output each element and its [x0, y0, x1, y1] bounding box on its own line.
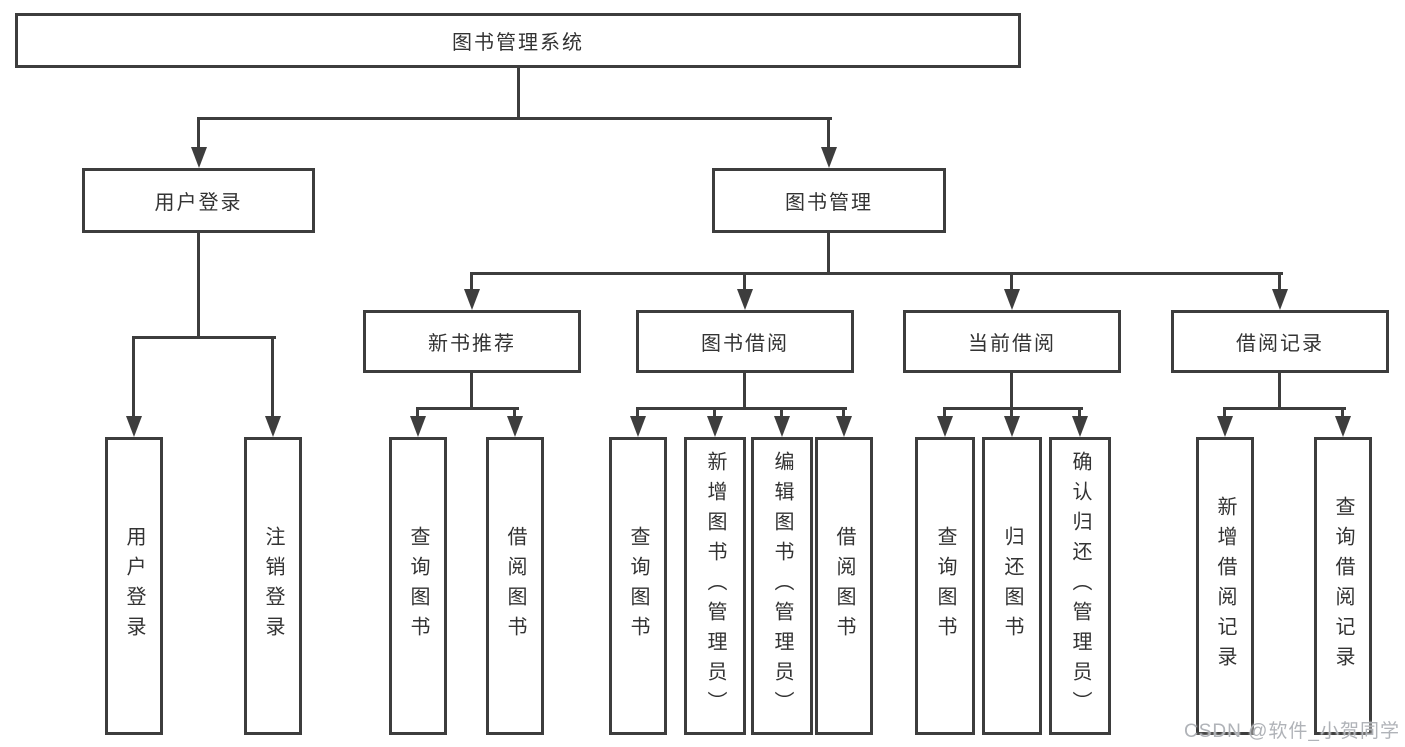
node-label: 新书推荐 — [428, 333, 516, 355]
connector-line — [943, 407, 946, 417]
leaf-label: 新增借阅记录 — [1214, 496, 1236, 676]
connector-line — [713, 407, 716, 417]
arrowhead-icon — [1272, 289, 1288, 310]
node-user-login: 用户登录 — [82, 168, 315, 233]
node-borrowing-records: 借阅记录 — [1171, 310, 1389, 373]
leaf-edit-books-admin: 编辑图书（管理员） — [751, 437, 813, 735]
connector-line — [827, 233, 830, 275]
leaf-label: 借阅图书 — [833, 526, 855, 646]
node-label: 图书管理系统 — [452, 32, 584, 54]
node-label: 用户登录 — [154, 192, 243, 214]
node-new-book-recommend: 新书推荐 — [363, 310, 581, 373]
leaf-add-books-admin: 新增图书（管理员） — [684, 437, 746, 735]
connector-line — [470, 272, 473, 290]
leaf-label: 查询图书 — [407, 526, 429, 646]
connector-line — [132, 336, 276, 339]
connector-line — [943, 407, 1083, 410]
leaf-label: 注销登录 — [262, 526, 284, 646]
arrowhead-icon — [836, 416, 852, 437]
connector-line — [1278, 272, 1281, 290]
node-label: 当前借阅 — [968, 333, 1056, 355]
connector-line — [1010, 272, 1013, 290]
leaf-label: 借阅图书 — [504, 526, 526, 646]
connector-line — [470, 373, 473, 410]
leaf-logout: 注销登录 — [244, 437, 302, 735]
arrowhead-icon — [1004, 416, 1020, 437]
connector-line — [1010, 373, 1013, 410]
node-current-borrowing: 当前借阅 — [903, 310, 1121, 373]
leaf-borrow-books: 借阅图书 — [815, 437, 873, 735]
arrowhead-icon — [1217, 416, 1233, 437]
leaf-label: 确认归还（管理员） — [1069, 451, 1091, 721]
leaf-query-books-borrowing: 查询图书 — [609, 437, 667, 735]
connector-line — [416, 407, 419, 417]
connector-line — [513, 407, 516, 417]
connector-line — [743, 272, 746, 290]
leaf-add-borrow-record: 新增借阅记录 — [1196, 437, 1254, 735]
node-library-management-system: 图书管理系统 — [15, 13, 1021, 68]
leaf-query-borrow-record: 查询借阅记录 — [1314, 437, 1372, 735]
arrowhead-icon — [630, 416, 646, 437]
connector-line — [132, 336, 135, 417]
connector-line — [1223, 407, 1226, 417]
leaf-borrow-books-recommend: 借阅图书 — [486, 437, 544, 735]
leaf-label: 用户登录 — [123, 526, 145, 646]
arrowhead-icon — [774, 416, 790, 437]
arrowhead-icon — [1004, 289, 1020, 310]
node-label: 图书借阅 — [701, 333, 789, 355]
arrowhead-icon — [821, 147, 837, 168]
arrowhead-icon — [126, 416, 142, 437]
leaf-label: 查询借阅记录 — [1332, 496, 1354, 676]
connector-line — [1078, 407, 1081, 417]
connector-line — [271, 336, 274, 417]
arrowhead-icon — [707, 416, 723, 437]
arrowhead-icon — [1335, 416, 1351, 437]
node-label: 借阅记录 — [1236, 333, 1324, 355]
leaf-return-books: 归还图书 — [982, 437, 1042, 735]
arrowhead-icon — [1072, 416, 1088, 437]
connector-line — [470, 272, 1283, 275]
arrowhead-icon — [464, 289, 480, 310]
connector-line — [636, 407, 639, 417]
arrowhead-icon — [265, 416, 281, 437]
leaf-user-login: 用户登录 — [105, 437, 163, 735]
connector-line — [1341, 407, 1344, 417]
leaf-label: 归还图书 — [1001, 526, 1023, 646]
connector-line — [636, 407, 847, 410]
arrowhead-icon — [937, 416, 953, 437]
connector-line — [1278, 373, 1281, 410]
connector-line — [197, 117, 200, 150]
leaf-confirm-return-admin: 确认归还（管理员） — [1049, 437, 1111, 735]
connector-line — [1010, 407, 1013, 417]
leaf-label: 新增图书（管理员） — [704, 451, 726, 721]
node-label: 图书管理 — [785, 192, 873, 214]
connector-line — [197, 117, 832, 120]
connector-line — [416, 407, 519, 410]
arrowhead-icon — [507, 416, 523, 437]
connector-line — [197, 233, 200, 339]
connector-line — [842, 407, 845, 417]
arrowhead-icon — [191, 147, 207, 168]
connector-line — [743, 373, 746, 410]
node-book-management: 图书管理 — [712, 168, 946, 233]
arrowhead-icon — [410, 416, 426, 437]
connector-line — [780, 407, 783, 417]
leaf-query-books-recommend: 查询图书 — [389, 437, 447, 735]
leaf-query-books-current: 查询图书 — [915, 437, 975, 735]
node-book-borrowing: 图书借阅 — [636, 310, 854, 373]
connector-line — [827, 117, 830, 150]
connector-line — [517, 68, 520, 117]
leaf-label: 编辑图书（管理员） — [771, 451, 793, 721]
connector-line — [1223, 407, 1346, 410]
arrowhead-icon — [737, 289, 753, 310]
leaf-label: 查询图书 — [934, 526, 956, 646]
csdn-watermark: CSDN @软件_小贺同学 — [1184, 721, 1400, 742]
leaf-label: 查询图书 — [627, 526, 649, 646]
